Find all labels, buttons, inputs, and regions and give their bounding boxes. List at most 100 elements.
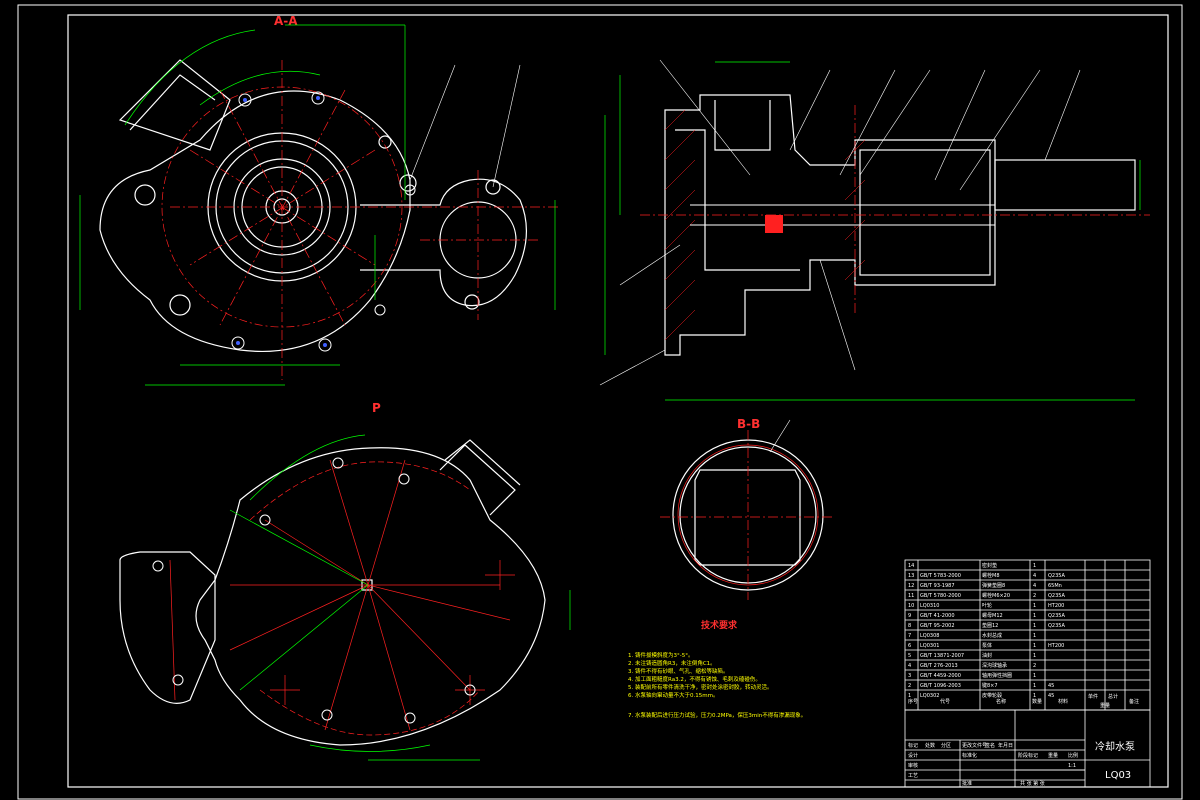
parts-cell: Q235A [1048, 613, 1065, 619]
tech-req-line: 6. 水泵轴向窜动量不大于0.15mm。 [628, 691, 718, 699]
parts-cell: 5 [908, 653, 911, 659]
front-view-a-a: A-A [79, 14, 560, 386]
title-block-mark: 标记 [908, 742, 918, 749]
parts-header-seq: 序号 [908, 698, 918, 705]
parts-cell: 1 [908, 693, 911, 699]
technical-requirements: 技术要求 1. 铸件拔模斜度为3°-5°。 2. 未注铸造圆角R3，未注倒角C1… [628, 619, 806, 719]
title-block-scale: 1:1 [1068, 763, 1076, 769]
parts-cell: 1 [1033, 563, 1036, 569]
parts-cell: 1 [1033, 603, 1036, 609]
title-block-date: 年月日 [998, 742, 1013, 749]
parts-cell: GB/T 13871-2007 [920, 653, 964, 659]
parts-cell: 14 [908, 563, 914, 569]
section-b-b: B-B [660, 417, 835, 600]
parts-cell: 65Mn [1048, 583, 1062, 589]
parts-cell: 4 [1033, 583, 1036, 589]
title-block: 标记 处数 分区 更改文件号 签名 年月日 设计 审核 工艺 标准化 批准 阶段… [904, 709, 1151, 788]
parts-cell: 1 [1033, 623, 1036, 629]
parts-cell: GB/T 95-2002 [920, 623, 955, 629]
parts-cell: HT200 [1048, 643, 1064, 649]
parts-cell: 10 [908, 603, 914, 609]
parts-cell: 弹簧垫圈8 [982, 582, 1005, 589]
view-label-a-a: A-A [274, 14, 298, 28]
parts-cell: 11 [908, 593, 914, 599]
parts-header-weight: 重量 [1100, 702, 1110, 709]
parts-header-remark: 备注 [1129, 698, 1139, 705]
parts-cell: 2 [1033, 593, 1036, 599]
parts-cell: GB/T 93-1987 [920, 583, 955, 589]
parts-cell: 水封总成 [982, 632, 1002, 639]
parts-cell: 1 [1033, 613, 1036, 619]
parts-cell: 螺栓M6×20 [982, 592, 1010, 599]
tech-req-line: 4. 加工面粗糙度Ra3.2，不得有锈蚀、毛刺及磕碰伤。 [628, 675, 761, 683]
parts-cell: LQ0310 [920, 603, 939, 609]
parts-cell: GB/T 5783-2000 [920, 573, 961, 579]
parts-cell: 4 [908, 663, 911, 669]
title-block-weight: 重量 [1048, 752, 1058, 759]
drawing-frame [17, 4, 1183, 800]
title-block-stage: 阶段标记 [1018, 752, 1038, 759]
parts-cell: 螺栓M8 [982, 572, 1000, 579]
parts-header-code: 代号 [940, 698, 950, 705]
parts-cell: 1 [1033, 633, 1036, 639]
tech-req-line: 5. 装配前所有零件清洗干净，密封处涂密封胶，转动灵活。 [628, 683, 773, 691]
parts-cell: GB/T 1096-2003 [920, 683, 961, 689]
parts-cell: 6 [908, 643, 911, 649]
parts-cell: 油封 [982, 652, 992, 659]
parts-cell: 1 [1033, 643, 1036, 649]
title-block-process: 工艺 [908, 773, 918, 779]
parts-cell: LQ0308 [920, 633, 939, 639]
parts-cell: 45 [1048, 683, 1054, 689]
parts-cell: 键8×7 [982, 682, 998, 689]
title-block-drawing-no: LQ03 [1105, 770, 1131, 781]
parts-cell: HT200 [1048, 603, 1064, 609]
parts-cell: Q235A [1048, 623, 1065, 629]
parts-cell: 垫圈12 [982, 622, 998, 629]
tech-req-title: 技术要求 [701, 619, 738, 631]
view-label-p: P [372, 401, 381, 415]
title-block-approve: 批准 [962, 780, 972, 787]
title-block-scale-label: 比例 [1068, 752, 1078, 759]
parts-cell: 1 [1033, 683, 1036, 689]
parts-cell: GB/T 276-2013 [920, 663, 958, 669]
tech-req-line: 3. 铸件不得有砂眼、气孔、缩松等缺陷。 [628, 667, 729, 675]
parts-header-material: 材料 [1058, 698, 1068, 705]
title-block-sheet: 共 张 第 张 [1020, 780, 1045, 787]
parts-cell: 12 [908, 583, 914, 589]
parts-cell: LQ0302 [920, 693, 939, 699]
parts-cell: 4 [1033, 573, 1036, 579]
section-view [599, 59, 1150, 401]
parts-cell: 3 [908, 673, 911, 679]
parts-header-name: 名称 [996, 698, 1006, 705]
title-block-reviewer: 审核 [908, 762, 918, 769]
parts-cell: 1 [1033, 673, 1036, 679]
parts-cell: 9 [908, 613, 911, 619]
parts-cell: 1 [1033, 653, 1036, 659]
title-block-title: 冷却水泵 [1095, 740, 1135, 753]
title-block-standard: 标准化 [962, 752, 977, 759]
parts-cell: 密封垫 [982, 562, 997, 569]
tech-req-line: 2. 未注铸造圆角R3，未注倒角C1。 [628, 659, 716, 667]
parts-cell: 13 [908, 573, 914, 579]
parts-cell: 深沟球轴承 [982, 662, 1007, 669]
tech-req-line: 1. 铸件拔模斜度为3°-5°。 [628, 651, 693, 659]
parts-cell: 轴用弹性挡圈 [982, 672, 1012, 679]
parts-cell: 1 [1033, 693, 1036, 699]
parts-cell: 2 [1033, 663, 1036, 669]
parts-cell: 皮带轮毂 [982, 692, 1002, 699]
title-block-change-doc: 更改文件号 [962, 742, 987, 749]
parts-cell: GB/T 4459-2000 [920, 673, 961, 679]
view-p: P [119, 401, 571, 761]
parts-cell: 螺母M12 [982, 612, 1003, 619]
parts-cell: 泵体 [982, 642, 992, 649]
parts-cell: 8 [908, 623, 911, 629]
parts-header-unit: 单件 [1088, 693, 1098, 700]
title-block-count: 处数 [925, 742, 935, 749]
parts-header-qty: 数量 [1032, 698, 1042, 705]
title-block-designer: 设计 [908, 752, 918, 759]
tech-req-line: 7. 水泵装配后进行压力试验，压力0.2MPa，保压3min不得有渗漏现象。 [628, 711, 806, 719]
parts-cell: 2 [908, 683, 911, 689]
title-block-sign: 签名 [985, 742, 995, 749]
view-label-b-b: B-B [737, 417, 760, 431]
